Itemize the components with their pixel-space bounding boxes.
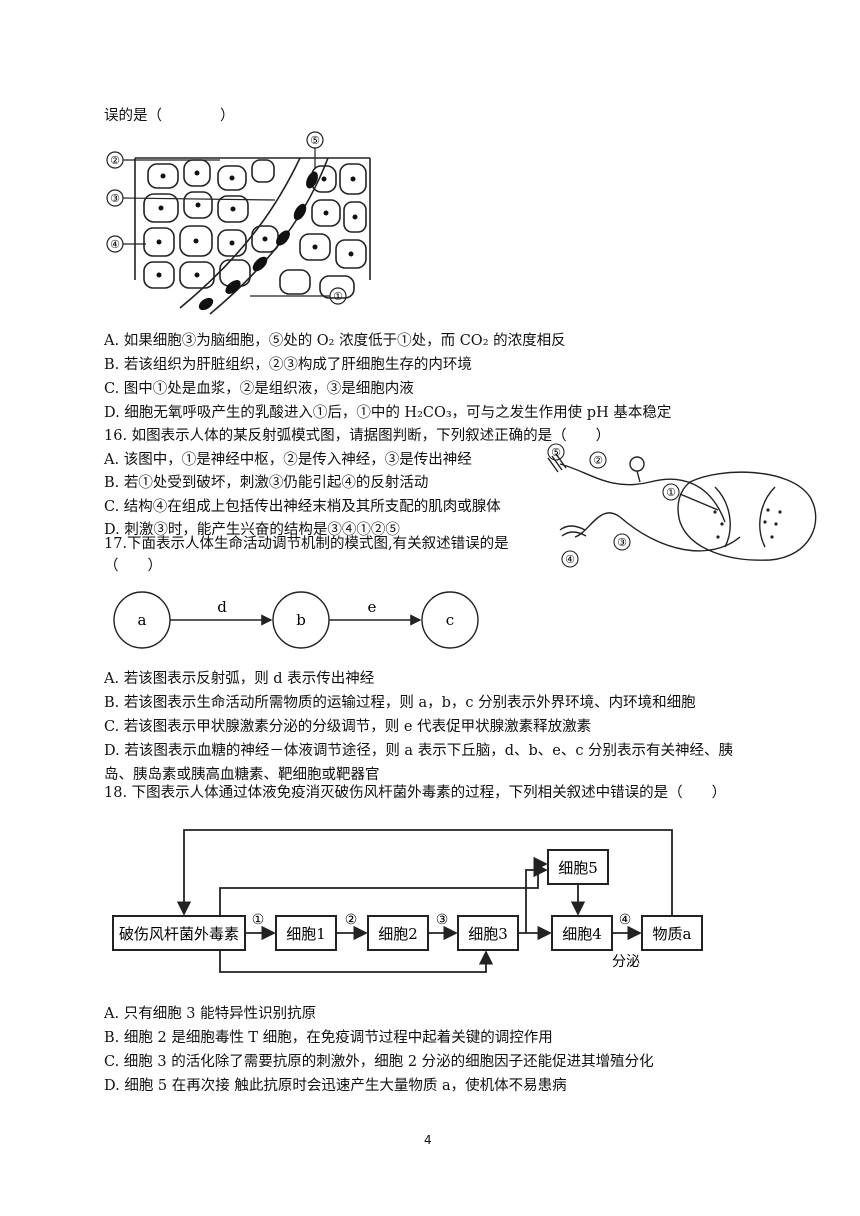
q17-option-d: D. 若该图表示血糖的神经－体液调节途径，则 a 表示下丘脑，d、b、e、c 分…	[104, 743, 734, 759]
reflex-arc-figure: ⑤ ② ① ④ ③	[547, 443, 817, 568]
q16-stem: 16. 如图表示人体的某反射弧模式图，请据图判断，下列叙述正确的是（ ）	[104, 428, 611, 444]
tissue-figure: ⑤ ② ③ ④ ①	[106, 131, 371, 315]
q17-stem: 17.下面表示人体生命活动调节机制的模式图,有关叙述错误的是	[104, 536, 509, 552]
q15-stem-tail: 误的是（ ）	[104, 108, 235, 124]
step-3: ③	[436, 912, 449, 928]
q16-option-b: B. 若①处受到破坏，刺激③仍能引起④的反射活动	[104, 475, 429, 491]
q17-option-a: A. 若该图表示反射弧，则 d 表示传出神经	[104, 671, 375, 687]
q15-option-c: C. 图中①处是血浆，②是组织液，③是细胞内液	[104, 381, 414, 397]
label-2: ②	[110, 154, 120, 167]
q18-option-a: A. 只有细胞 3 能特异性识别抗原	[104, 1006, 317, 1022]
step-4: ④	[619, 912, 632, 928]
label-1: ①	[666, 486, 676, 499]
box-cell4	[551, 915, 613, 951]
q16-option-a: A. 该图中，①是神经中枢，②是传入神经，③是传出神经	[104, 452, 472, 468]
label-2: ②	[593, 454, 603, 467]
label-3: ③	[110, 192, 120, 205]
box-cell1-label: 细胞1	[286, 925, 326, 943]
q15-option-a: A. 如果细胞③为脑细胞，⑤处的 O₂ 浓度低于①处，而 CO₂ 的浓度相反	[104, 333, 566, 349]
q16-option-c: C. 结构④在组成上包括传出神经末梢及其所支配的肌肉或腺体	[104, 499, 501, 515]
box-substance-a-label: 物质a	[653, 925, 692, 943]
box-toxin	[112, 915, 246, 951]
box-cell3-label: 细胞3	[468, 925, 508, 943]
q15-option-d: D. 细胞无氧呼吸产生的乳酸进入①后，①中的 H₂CO₃，可与之发生作用使 pH…	[104, 405, 672, 421]
page-number: 4	[424, 1133, 432, 1147]
box-cell2-label: 细胞2	[378, 925, 418, 943]
q17-option-d-cont: 岛、胰岛素或胰高血糖素、靶细胞或靶器官	[104, 767, 380, 783]
node-c-label: c	[446, 611, 454, 629]
immunity-diagram: 破伤风杆菌外毒素 细胞1 细胞2 细胞3 细胞4 物质a 细胞5 ① ② ③ ④…	[112, 829, 703, 973]
q18-option-b: B. 细胞 2 是细胞毒性 T 细胞，在免疫调节过程中起着关键的调控作用	[104, 1030, 553, 1046]
label-4: ④	[565, 553, 575, 566]
label-4: ④	[110, 238, 120, 251]
node-b-label: b	[296, 611, 306, 629]
q18-stem: 18. 下图表示人体通过体液免疫消灭破伤风杆菌外毒素的过程，下列相关叙述中错误的…	[104, 785, 727, 801]
q15-option-b: B. 若该组织为肝脏组织，②③构成了肝细胞生存的内环境	[104, 357, 472, 373]
regulation-diagram: a b c d e	[113, 591, 479, 649]
q18-option-d: D. 细胞 5 在再次接 触此抗原时会迅速产生大量物质 a，使机体不易患病	[104, 1078, 567, 1094]
box-cell4-label: 细胞4	[562, 925, 602, 943]
box-toxin-label: 破伤风杆菌外毒素	[119, 925, 239, 943]
q17-option-b: B. 若该图表示生命活动所需物质的运输过程，则 a，b，c 分别表示外界环境、内…	[104, 695, 696, 711]
arrow-d-label: d	[217, 598, 227, 616]
q17-paren: （ ）	[104, 558, 162, 574]
secrete-label: 分泌	[612, 954, 640, 970]
box-cell5	[547, 849, 609, 885]
label-5: ⑤	[551, 446, 561, 459]
box-substance-a	[641, 915, 703, 951]
q16-option-d: D. 刺激③时，能产生兴奋的结构是③④①②⑤	[104, 522, 400, 538]
step-1: ①	[252, 912, 265, 928]
q17-option-c: C. 若该图表示甲状腺激素分泌的分级调节，则 e 代表促甲状腺激素释放激素	[104, 719, 592, 735]
node-c	[421, 591, 479, 649]
node-a-label: a	[138, 611, 147, 629]
box-cell5-label: 细胞5	[558, 859, 598, 877]
label-1: ①	[333, 290, 343, 303]
step-2: ②	[345, 912, 358, 928]
label-3: ③	[617, 536, 627, 549]
arrow-e-label: e	[368, 598, 377, 616]
box-cell3	[457, 915, 519, 951]
q18-option-c: C. 细胞 3 的活化除了需要抗原的刺激外，细胞 2 分泌的细胞因子还能促进其增…	[104, 1054, 654, 1070]
label-5: ⑤	[310, 134, 320, 147]
